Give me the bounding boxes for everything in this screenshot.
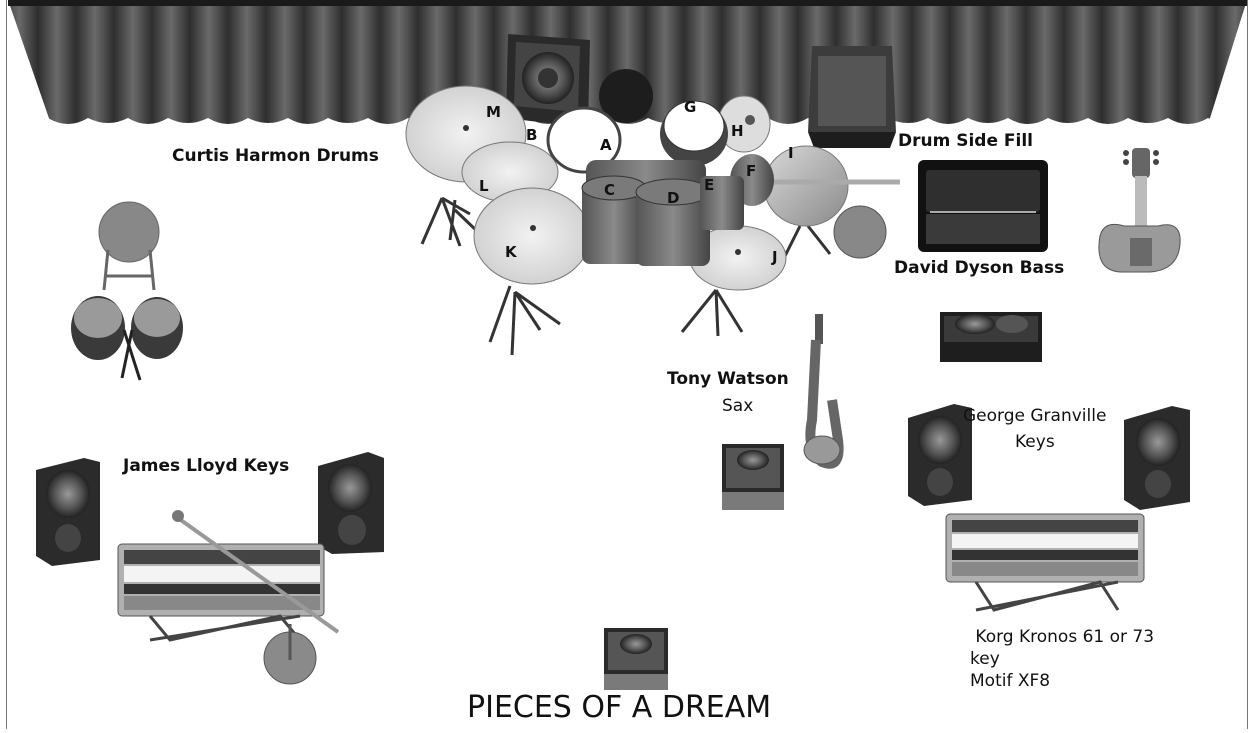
james-keyboard <box>117 543 325 642</box>
bass-wedge-monitor <box>940 312 1042 362</box>
drum-monitor-wedge <box>506 34 590 128</box>
drum-letter-e: E <box>704 176 715 194</box>
tom-e <box>700 176 744 230</box>
label-george-instrument: Keys <box>1015 432 1055 452</box>
tom-a <box>546 106 622 174</box>
cymbal-k <box>473 187 591 285</box>
cymbal-h <box>717 95 771 153</box>
bass-guitar <box>1098 148 1181 273</box>
drum-side-fill-speaker <box>808 46 896 148</box>
frame-right-border <box>1247 0 1248 729</box>
label-george-name: George Granville <box>963 406 1107 426</box>
cymbal-i <box>763 145 849 227</box>
drum-letter-g: G <box>684 98 697 116</box>
korg-line-3: Motif XF8 <box>970 671 1051 691</box>
drum-letter-j: J <box>772 248 778 266</box>
korg-line-2: key <box>970 649 1000 669</box>
drum-letter-i: I <box>788 144 794 162</box>
drum-throne <box>599 69 653 123</box>
label-sax-name: Tony Watson <box>667 369 789 389</box>
tom-c <box>581 175 647 264</box>
label-drums: Curtis Harmon Drums <box>172 146 379 166</box>
tom-g <box>660 100 728 166</box>
conga-drums <box>71 296 183 381</box>
drum-letter-b: B <box>526 126 538 144</box>
label-korg-note: Korg Kronos 61 or 73 key Motif XF8 <box>970 626 1155 692</box>
james-left-speaker <box>36 458 100 566</box>
george-right-speaker <box>1124 406 1190 510</box>
korg-line-1: Korg Kronos 61 or 73 <box>970 627 1155 647</box>
stage-curtain <box>8 0 1247 150</box>
drum-letter-m: M <box>486 103 501 121</box>
page-title: PIECES OF A DREAM <box>467 690 772 725</box>
label-james: James Lloyd Keys <box>123 456 290 476</box>
sax-wedge-monitor <box>722 444 784 510</box>
george-keyboard <box>945 513 1145 612</box>
label-bass: David Dyson Bass <box>894 258 1065 278</box>
drum-letter-k: K <box>505 243 517 261</box>
drum-letter-a: A <box>600 136 612 154</box>
drum-letter-f: F <box>746 162 757 180</box>
front-wedge-monitor <box>604 628 668 690</box>
drum-stands <box>420 196 832 356</box>
drum-letter-h: H <box>731 122 744 140</box>
drum-letter-l: L <box>479 177 489 195</box>
drum-letter-c: C <box>604 181 616 199</box>
bass-amp <box>918 160 1048 252</box>
drum-letter-d: D <box>667 189 680 207</box>
saxophone <box>803 314 844 469</box>
label-sax-instrument: Sax <box>722 396 754 416</box>
label-side-fill: Drum Side Fill <box>898 131 1034 151</box>
james-mic-stand <box>172 510 340 685</box>
george-left-speaker <box>908 404 972 506</box>
frame-left-border <box>6 0 7 729</box>
james-right-speaker <box>318 452 384 554</box>
percussion-stool <box>98 201 160 291</box>
